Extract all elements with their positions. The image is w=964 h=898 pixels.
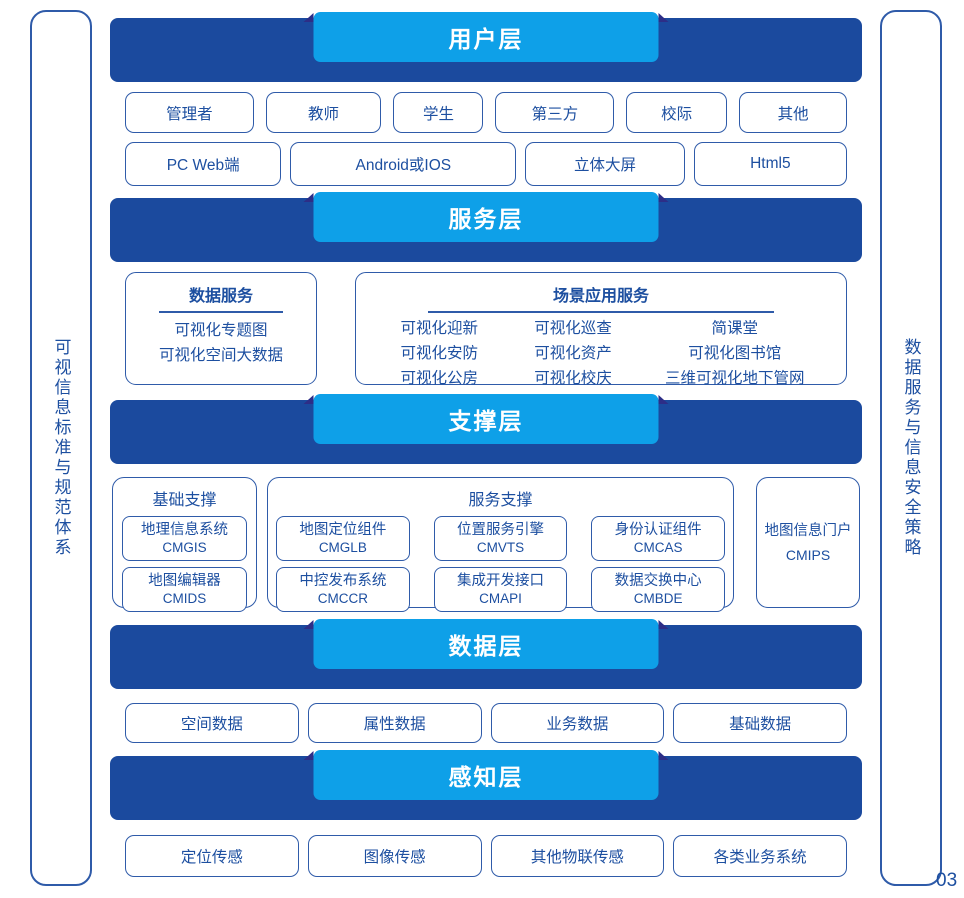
client-box: Html5 — [693, 142, 847, 186]
service-item: 可视化安防 — [400, 345, 479, 362]
data-box: 基础数据 — [673, 703, 847, 743]
component-code: CMCCR — [317, 591, 368, 606]
component-box: 身份认证组件 CMCAS — [591, 516, 725, 561]
support-layer-title: 支撑层 — [448, 408, 524, 434]
service-item: 可视化资产 — [534, 345, 612, 362]
data-service-title: 数据服务 — [158, 282, 283, 313]
component-code: CMAPI — [479, 591, 522, 606]
user-clients-row: PC Web端 Android或IOS 立体大屏 Html5 — [110, 142, 862, 186]
data-service-group: 数据服务 可视化专题图 可视化空间大数据 — [125, 272, 317, 385]
component-code: CMBDE — [633, 591, 683, 606]
support-layer-ribbon: 支撑层 — [313, 394, 659, 444]
perception-layer-ribbon: 感知层 — [313, 750, 659, 800]
service-layer-bar: 服务层 — [110, 192, 862, 262]
service-item: 可视化图书馆 — [688, 345, 782, 362]
component-name: 地图信息门户 — [764, 522, 852, 539]
service-item: 可视化专题图 — [174, 322, 268, 339]
role-box: 第三方 — [495, 92, 615, 133]
client-box: Android或IOS — [290, 142, 517, 186]
service-layer-ribbon: 服务层 — [313, 192, 659, 242]
component-code: CMVTS — [476, 540, 525, 555]
role-box: 学生 — [393, 92, 484, 133]
sensor-box: 其他物联传感 — [490, 835, 665, 877]
user-layer-title: 用户层 — [448, 26, 524, 52]
data-layer-ribbon: 数据层 — [313, 619, 659, 669]
component-name: 数据交换中心 — [614, 573, 702, 589]
client-box: PC Web端 — [125, 142, 282, 186]
component-name: 中控发布系统 — [299, 573, 387, 589]
sensor-box: 图像传感 — [307, 835, 482, 877]
data-box: 属性数据 — [307, 703, 482, 743]
component-name: 地图定位组件 — [299, 522, 387, 538]
left-standards-panel: 可视信息标准与规范体系 — [30, 10, 92, 886]
user-roles-row: 管理者 教师 学生 第三方 校际 其他 — [110, 92, 862, 133]
role-box: 教师 — [265, 92, 382, 133]
component-name: 身份认证组件 — [614, 522, 702, 538]
component-box: 位置服务引擎 CMVTS — [433, 516, 568, 561]
component-box: 地图编辑器 CMIDS — [122, 567, 247, 612]
service-item: 可视化空间大数据 — [158, 347, 283, 364]
component-box: 中控发布系统 CMCCR — [276, 567, 410, 612]
scene-service-title: 场景应用服务 — [427, 282, 774, 313]
perception-layer-title: 感知层 — [448, 764, 524, 790]
data-box: 业务数据 — [490, 703, 665, 743]
role-box: 管理者 — [125, 92, 254, 133]
scene-service-group: 场景应用服务 可视化迎新 可视化巡查 简课堂 可视化安防 可视化资产 可视化图书… — [355, 272, 847, 387]
support-row: 基础支撑 地理信息系统 CMGIS 地图编辑器 CMIDS 服务支撑 地图定位组… — [110, 477, 862, 612]
service-item: 三维可视化地下管网 — [664, 370, 805, 387]
data-layer-title: 数据层 — [448, 633, 524, 659]
base-support-group: 基础支撑 地理信息系统 CMGIS 地图编辑器 CMIDS — [112, 477, 257, 612]
service-item: 可视化巡查 — [534, 320, 612, 337]
component-name: 位置服务引擎 — [456, 522, 544, 538]
sensor-box: 各类业务系统 — [673, 835, 847, 877]
service-item: 可视化迎新 — [400, 320, 479, 337]
component-code: CMGLB — [318, 540, 367, 555]
data-row: 空间数据 属性数据 业务数据 基础数据 — [110, 703, 862, 743]
component-name: 地理信息系统 — [141, 522, 228, 538]
service-item: 可视化公房 — [400, 370, 479, 387]
right-security-panel: 数据服务与信息安全策略 — [880, 10, 942, 886]
service-layer-title: 服务层 — [448, 206, 524, 232]
component-name: 集成开发接口 — [456, 573, 544, 589]
component-code: CMCAS — [633, 540, 683, 555]
service-support-group: 服务支撑 地图定位组件 CMGLB 位置服务引擎 CMVTS 身份认证组件 CM… — [267, 477, 734, 612]
layers-column: 用户层 管理者 教师 学生 第三方 校际 其他 PC Web端 Android或… — [110, 0, 862, 877]
component-code: CMIDS — [162, 591, 207, 606]
role-box: 其他 — [739, 92, 848, 133]
perception-row: 定位传感 图像传感 其他物联传感 各类业务系统 — [110, 835, 862, 877]
user-layer-ribbon: 用户层 — [313, 12, 659, 62]
component-name: 地图编辑器 — [148, 573, 221, 589]
perception-layer-bar: 感知层 — [110, 750, 862, 820]
scene-service-items: 可视化迎新 可视化巡查 简课堂 可视化安防 可视化资产 可视化图书馆 可视化公房… — [356, 316, 846, 391]
map-portal-box: 地图信息门户 CMIPS — [756, 477, 860, 608]
data-service-items: 可视化专题图 可视化空间大数据 — [126, 318, 316, 368]
component-box: 集成开发接口 CMAPI — [433, 567, 568, 612]
component-box: 地理信息系统 CMGIS — [122, 516, 247, 561]
client-box: 立体大屏 — [525, 142, 685, 186]
component-box: 地图定位组件 CMGLB — [276, 516, 410, 561]
left-panel-label: 可视信息标准与规范体系 — [51, 338, 71, 558]
user-layer-bar: 用户层 — [110, 12, 862, 82]
component-code: CMGIS — [162, 540, 207, 555]
sensor-box: 定位传感 — [125, 835, 299, 877]
page-number: 03 — [936, 870, 958, 891]
service-support-grid: 地图定位组件 CMGLB 位置服务引擎 CMVTS 身份认证组件 CMCAS 中… — [268, 510, 733, 612]
service-item: 简课堂 — [711, 320, 758, 337]
data-layer-bar: 数据层 — [110, 619, 862, 689]
data-box: 空间数据 — [125, 703, 299, 743]
base-support-title: 基础支撑 — [152, 492, 217, 509]
role-box: 校际 — [626, 92, 728, 133]
support-layer-bar: 支撑层 — [110, 394, 862, 464]
service-item: 可视化校庆 — [534, 370, 612, 387]
component-box: 数据交换中心 CMBDE — [591, 567, 725, 612]
service-support-title: 服务支撑 — [468, 492, 533, 509]
component-code: CMIPS — [785, 546, 831, 563]
right-panel-label: 数据服务与信息安全策略 — [901, 338, 921, 558]
service-groups-row: 数据服务 可视化专题图 可视化空间大数据 场景应用服务 可视化迎新 可视化巡查 … — [110, 272, 862, 387]
